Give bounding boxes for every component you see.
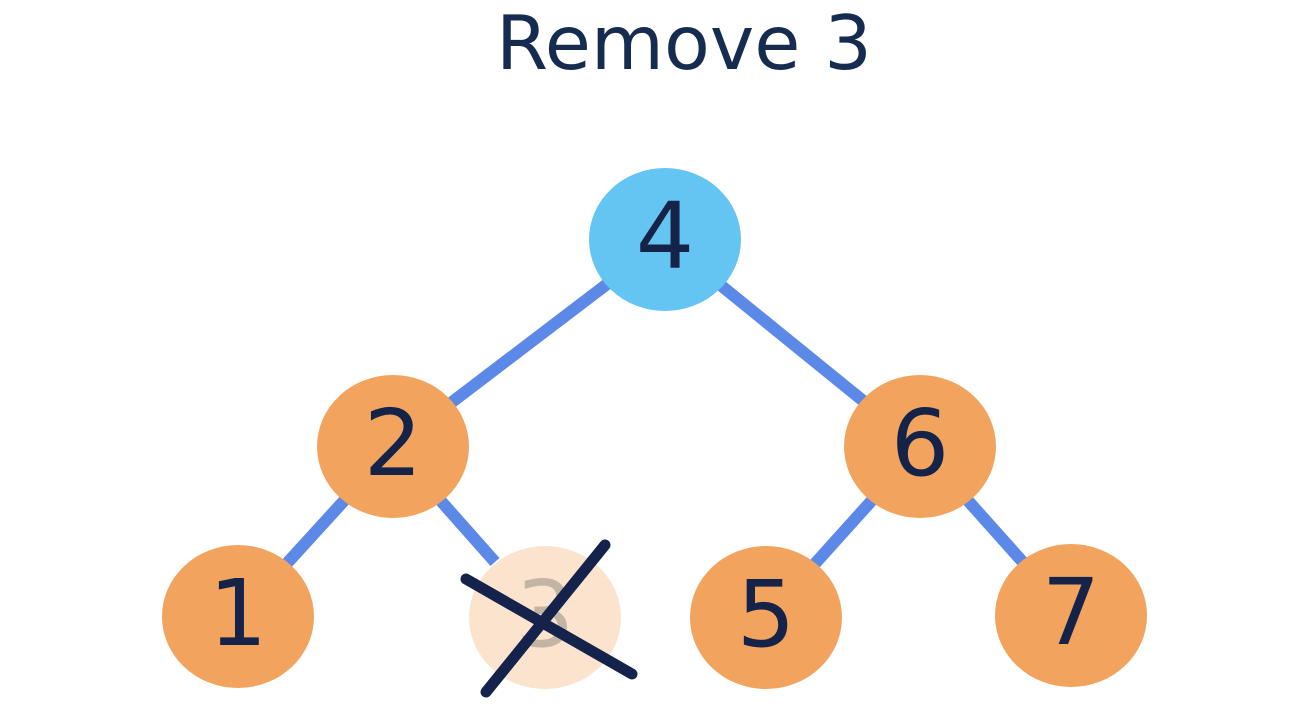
diagram-title: Remove 3 xyxy=(496,0,872,87)
tree-node-3-removed: 3 xyxy=(469,546,621,689)
node-3-value: 3 xyxy=(515,560,575,668)
tree-node-5: 5 xyxy=(690,546,842,689)
node-1-value: 1 xyxy=(208,559,268,667)
node-4-value: 4 xyxy=(635,182,695,290)
tree-node-7: 7 xyxy=(995,544,1147,687)
tree-node-2: 2 xyxy=(317,375,469,518)
tree-node-6: 6 xyxy=(844,375,996,518)
node-5-value: 5 xyxy=(736,560,796,668)
node-2-value: 2 xyxy=(363,389,423,497)
node-6-value: 6 xyxy=(890,389,950,497)
node-7-value: 7 xyxy=(1041,558,1101,666)
tree-node-4: 4 xyxy=(589,168,741,311)
tree-node-1: 1 xyxy=(162,545,314,688)
